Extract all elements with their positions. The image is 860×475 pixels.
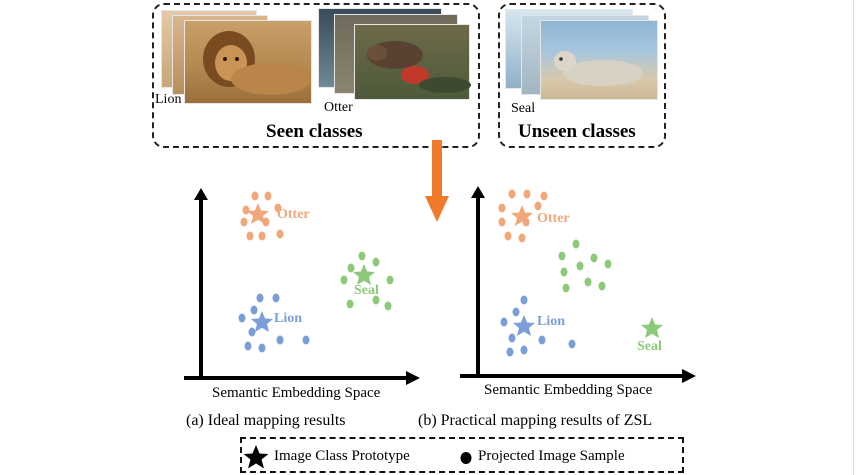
otter-sample-dot (241, 218, 248, 227)
lion-prototype-star (513, 315, 535, 336)
lion-sample-dot (509, 334, 516, 343)
seal-sample-dot (348, 264, 355, 273)
lion-sample-dot (303, 336, 310, 345)
seal-sample-dot (577, 262, 584, 271)
panel-a-lion-label: Lion (274, 311, 302, 327)
panel-b-otter-label: Otter (537, 211, 570, 227)
otter-sample-dot (243, 206, 250, 215)
otter-sample-dot (259, 232, 266, 241)
seal-sample-dot (605, 260, 612, 269)
mapping-arrow (425, 140, 449, 222)
lion-sample-dot (239, 314, 246, 323)
seal-sample-dot (373, 258, 380, 267)
lion-sample-dot (501, 318, 508, 327)
lion-sample-dot (249, 328, 256, 337)
seal-sample-dot (387, 276, 394, 285)
seal-sample-dot (599, 282, 606, 291)
otter-sample-dot (509, 190, 516, 199)
otter-sample-dot (519, 234, 526, 243)
lion-sample-dot (521, 346, 528, 355)
lion-sample-dot (257, 294, 264, 303)
seal-sample-dot (563, 284, 570, 293)
seal-sample-dot (573, 240, 580, 249)
panel-a-otter-label: Otter (277, 207, 310, 223)
seal-sample-dot (359, 252, 366, 261)
panel-a-caption: (a) Ideal mapping results (186, 412, 346, 430)
otter-sample-dot (252, 192, 259, 201)
seal-sample-dot (591, 254, 598, 263)
legend-sample-label: Projected Image Sample (478, 448, 625, 465)
lion-sample-dot (277, 336, 284, 345)
otter-prototype-star (511, 205, 533, 226)
otter-sample-dot (247, 232, 254, 241)
panel-a-axis-label: Semantic Embedding Space (212, 385, 380, 402)
seal-sample-dot (385, 302, 392, 311)
lion-sample-dot (251, 306, 258, 315)
panel-b-caption: (b) Practical mapping results of ZSL (418, 412, 652, 430)
seal-sample-dot (561, 268, 568, 277)
otter-sample-dot (277, 230, 284, 239)
lion-sample-dot (521, 296, 528, 305)
panel-b-axis-label: Semantic Embedding Space (484, 382, 652, 399)
lion-sample-dot (245, 342, 252, 351)
lion-sample-dot (539, 336, 546, 345)
otter-sample-dot (499, 218, 506, 227)
panel-b-seal-label: Seal (637, 339, 662, 355)
panel-a-seal-cluster (341, 252, 394, 311)
lion-sample-dot (569, 340, 576, 349)
otter-sample-dot (265, 192, 272, 201)
lion-sample-dot (259, 344, 266, 353)
panel-b-seal-samples (559, 240, 612, 293)
lion-sample-dot (507, 348, 514, 357)
seal-sample-dot (341, 276, 348, 285)
otter-sample-dot (524, 190, 531, 199)
seal-sample-dot (347, 300, 354, 309)
otter-sample-dot (535, 202, 542, 211)
seal-sample-dot (559, 252, 566, 261)
otter-sample-dot (505, 232, 512, 241)
otter-sample-dot (499, 204, 506, 213)
otter-sample-dot (541, 192, 548, 201)
panel-b-lion-label: Lion (537, 314, 565, 330)
panel-b-seal-prototype-star (641, 317, 663, 338)
lion-sample-dot (273, 294, 280, 303)
legend-prototype-label: Image Class Prototype (274, 448, 410, 465)
lion-sample-dot (513, 308, 520, 317)
seal-prototype-star (353, 264, 375, 285)
seal-sample-dot (585, 278, 592, 287)
panel-a-seal-label: Seal (354, 283, 379, 299)
